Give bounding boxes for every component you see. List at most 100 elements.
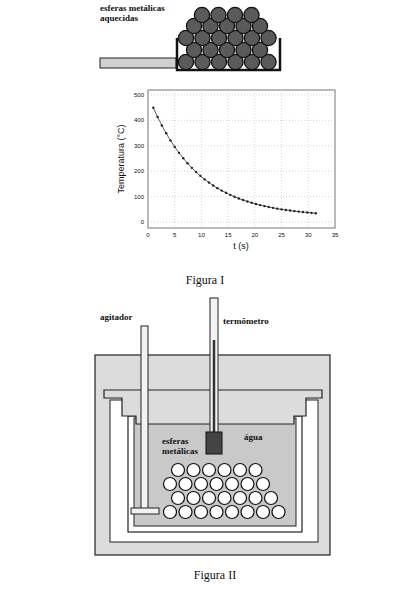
- part-label: água: [244, 433, 263, 443]
- heated-sphere: [194, 7, 209, 22]
- metal-sphere: [195, 506, 208, 519]
- thermometer-column: [213, 340, 216, 434]
- cooling-curve: [152, 107, 317, 215]
- tick-label: 30: [305, 232, 312, 239]
- grid-line: [148, 171, 335, 172]
- metal-sphere: [226, 506, 239, 519]
- data-point: [199, 175, 201, 177]
- metal-sphere: [203, 464, 216, 477]
- thermometer-bulb: [206, 432, 222, 454]
- data-point: [250, 202, 252, 204]
- tick-label: 100: [134, 193, 144, 200]
- part-label: agitador: [100, 313, 133, 323]
- grid-line: [148, 145, 335, 146]
- data-point: [306, 211, 308, 213]
- metal-sphere: [257, 478, 270, 491]
- metal-sphere: [234, 492, 247, 505]
- data-point: [216, 187, 218, 189]
- tick-label: 0: [141, 219, 144, 226]
- data-point: [272, 207, 274, 209]
- grid-line: [148, 120, 335, 121]
- data-point: [156, 116, 158, 118]
- grid-line: [254, 90, 255, 228]
- metal-sphere: [164, 506, 177, 519]
- metal-sphere: [226, 478, 239, 491]
- data-point: [182, 157, 184, 159]
- tick-label: 300: [134, 143, 144, 150]
- grid-line: [228, 90, 229, 228]
- data-point: [186, 162, 188, 164]
- grid-line: [201, 90, 202, 228]
- heated-sphere: [244, 7, 259, 22]
- metal-sphere: [272, 506, 285, 519]
- data-point: [255, 203, 257, 205]
- data-point: [195, 171, 197, 173]
- data-point: [203, 178, 205, 180]
- data-point: [276, 207, 278, 209]
- grid-line: [148, 196, 335, 197]
- metal-sphere: [210, 478, 223, 491]
- heated-sphere: [227, 7, 242, 22]
- tick-label: 500: [134, 92, 144, 99]
- heated-spheres: [178, 7, 276, 69]
- axis-title: Temperatura (°C): [117, 124, 127, 193]
- ramp-plate: [100, 58, 176, 68]
- grid-line: [335, 90, 336, 228]
- data-point: [191, 167, 193, 169]
- tick-label: 5: [173, 232, 176, 239]
- metal-sphere: [164, 478, 177, 491]
- metal-sphere: [241, 506, 254, 519]
- data-point: [263, 205, 265, 207]
- data-point: [280, 208, 282, 210]
- part-label: termômetro: [223, 317, 269, 327]
- data-point: [238, 197, 240, 199]
- data-point: [297, 210, 299, 212]
- metal-sphere: [249, 464, 262, 477]
- grid-line: [308, 90, 309, 228]
- data-point: [302, 211, 304, 213]
- metal-sphere: [234, 464, 247, 477]
- tick-label: 25: [278, 232, 285, 239]
- curve-line: [153, 108, 315, 213]
- axis-title: t (s): [233, 242, 249, 252]
- data-point: [268, 206, 270, 208]
- part-label: esferas metálicas: [162, 437, 212, 457]
- tick-label: 400: [134, 117, 144, 124]
- data-point: [233, 196, 235, 198]
- data-point: [152, 107, 154, 109]
- tick-label: 20: [252, 232, 259, 239]
- data-point: [165, 132, 167, 134]
- metal-sphere: [249, 492, 262, 505]
- stirrer-rod: [141, 326, 148, 510]
- data-point: [259, 204, 261, 206]
- metal-sphere: [179, 506, 192, 519]
- beaker-outer: [128, 416, 302, 532]
- grid-line: [148, 90, 149, 228]
- tick-label: 200: [134, 168, 144, 175]
- tick-label: 10: [198, 232, 205, 239]
- stirrer-paddle: [131, 508, 159, 514]
- data-point: [229, 194, 231, 196]
- metal-sphere: [179, 478, 192, 491]
- data-point: [285, 209, 287, 211]
- metal-spheres: [164, 464, 286, 519]
- tick-label: 15: [225, 232, 232, 239]
- tick-label: 35: [332, 232, 339, 239]
- data-point: [221, 189, 223, 191]
- data-point: [212, 184, 214, 186]
- tick-label: 0: [146, 232, 149, 239]
- data-point: [315, 212, 317, 214]
- figure-caption: Figura II: [194, 569, 236, 582]
- metal-sphere: [203, 492, 216, 505]
- grid-line: [174, 90, 175, 228]
- grid: [148, 90, 335, 228]
- metal-sphere: [172, 464, 185, 477]
- metal-sphere: [195, 478, 208, 491]
- data-point: [246, 200, 248, 202]
- data-point: [169, 139, 171, 141]
- metal-sphere: [172, 492, 185, 505]
- data-point: [310, 212, 312, 214]
- metal-sphere: [210, 506, 223, 519]
